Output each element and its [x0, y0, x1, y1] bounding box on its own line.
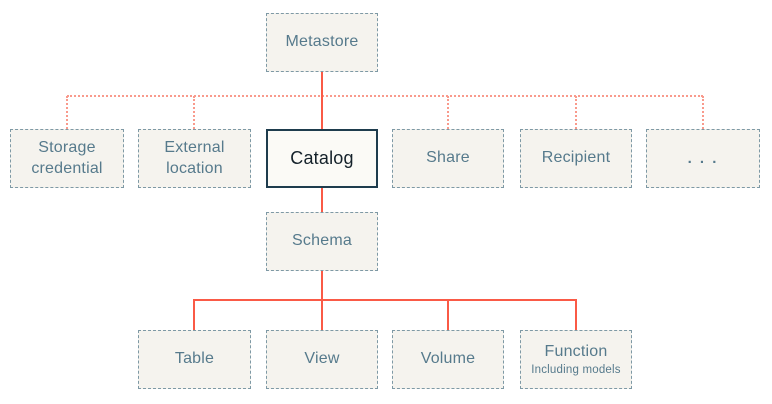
node-more-label: . . .: [687, 149, 719, 167]
node-view-label: View: [304, 350, 340, 368]
connector-solid-horizontal: [194, 299, 577, 301]
node-function-label: Function: [544, 342, 608, 360]
connector-drop-table: [193, 299, 195, 330]
node-table: Table: [138, 330, 251, 389]
node-volume: Volume: [392, 330, 504, 389]
connector-dotted-drop-more: [702, 96, 704, 129]
node-storage-credential: Storage credential: [10, 129, 124, 188]
node-recipient-label: Recipient: [541, 149, 611, 167]
connector-dotted-drop-share: [447, 96, 449, 129]
connector-catalog-schema: [321, 188, 323, 212]
node-catalog-label: Catalog: [290, 147, 354, 168]
node-schema: Schema: [266, 212, 378, 271]
node-function: Function Including models: [520, 330, 632, 389]
node-share: Share: [392, 129, 504, 188]
node-catalog: Catalog: [266, 129, 378, 188]
connector-dotted-drop-storage-credential: [66, 96, 68, 129]
node-view: View: [266, 330, 378, 389]
connector-drop-volume: [447, 299, 449, 330]
node-more: . . .: [646, 129, 760, 188]
connector-dotted-horizontal: [67, 95, 703, 97]
node-recipient: Recipient: [520, 129, 632, 188]
node-external-location-label: External location: [164, 138, 225, 177]
connector-drop-function: [575, 299, 577, 330]
connector-dotted-drop-recipient: [575, 96, 577, 129]
node-schema-label: Schema: [292, 232, 352, 250]
node-storage-credential-label: Storage credential: [31, 138, 103, 177]
node-metastore-label: Metastore: [285, 33, 359, 51]
node-function-sublabel: Including models: [531, 363, 621, 376]
node-volume-label: Volume: [420, 350, 476, 368]
connector-metastore-catalog: [321, 72, 323, 129]
node-metastore: Metastore: [266, 13, 378, 72]
connector-dotted-drop-external-location: [193, 96, 195, 129]
node-table-label: Table: [174, 350, 215, 368]
node-share-label: Share: [426, 149, 470, 167]
node-external-location: External location: [138, 129, 251, 188]
